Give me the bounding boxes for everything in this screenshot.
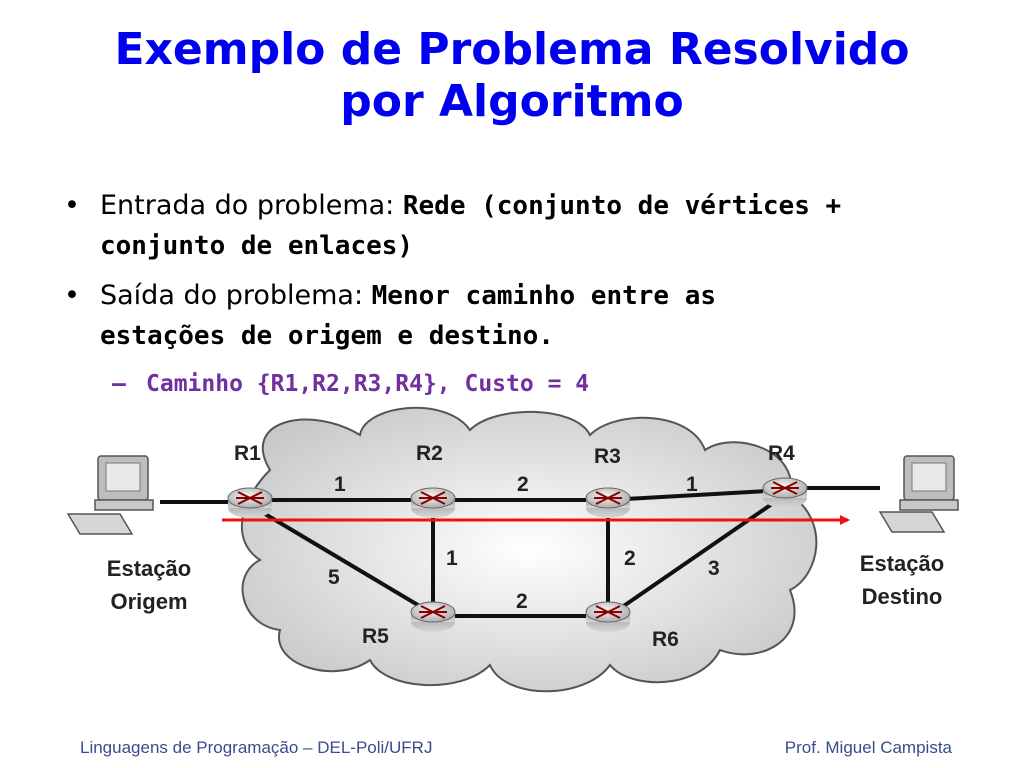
cost-r3-r6: 2 [624, 547, 636, 570]
origin-computer-icon [66, 455, 154, 535]
cost-r3-r4: 1 [686, 473, 698, 496]
destination-computer-icon [878, 455, 959, 533]
title-line-1: Exemplo de Problema Resolvido [114, 24, 910, 75]
cost-r1-r5: 5 [328, 566, 340, 589]
network-cloud [241, 406, 818, 693]
origin-label-line-1: Estação [107, 556, 191, 581]
origin-label-line-2: Origem [110, 589, 187, 614]
bullet-dot: • [64, 190, 80, 221]
bullet-list: • Entrada do problema: Rede (conjunto de… [64, 186, 964, 402]
title-line-2: por Algoritmo [340, 76, 684, 127]
router-r6 [585, 601, 631, 632]
sub-bullet-dash: – [112, 371, 126, 397]
router-label-r5: R5 [362, 625, 389, 648]
bullet-dot: • [64, 280, 80, 311]
bullet-input-bold-1: Rede (conjunto de vértices + [402, 191, 842, 221]
bullet-output-bold-1: Menor caminho entre as [371, 281, 717, 311]
router-label-r2: R2 [416, 442, 443, 465]
bullet-output-prefix: Saída do problema: [100, 280, 372, 311]
bullet-output: • Saída do problema: Menor caminho entre… [64, 276, 964, 356]
sub-bullet-text: Caminho {R1,R2,R3,R4}, Custo = 4 [146, 371, 590, 397]
bullet-input-prefix: Entrada do problema: [100, 190, 403, 221]
router-r5 [410, 601, 456, 632]
cost-r1-r2: 1 [334, 473, 346, 496]
slide-title: Exemplo de Problema Resolvido por Algori… [0, 24, 1024, 128]
router-r1 [227, 487, 273, 518]
link-r3-r4 [607, 488, 786, 502]
router-r3 [585, 487, 631, 518]
link-r1-r5 [253, 506, 435, 616]
bullet-output-bold-2: estações de origem e destino. [100, 321, 554, 351]
footer-author: Prof. Miguel Campista [784, 738, 952, 757]
router-label-r3: R3 [594, 445, 621, 468]
bullet-input-bold-2: conjunto de enlaces) [100, 231, 414, 261]
router-label-r6: R6 [652, 628, 679, 651]
destination-label-line-1: Estação [860, 551, 944, 576]
router-r2 [410, 487, 456, 518]
cost-r4-r6: 3 [708, 557, 720, 580]
destination-label-line-2: Destino [862, 584, 943, 609]
link-r4-r6 [610, 493, 787, 616]
bullet-input: • Entrada do problema: Rede (conjunto de… [64, 186, 964, 266]
router-r4 [762, 477, 808, 508]
footer-course: Linguagens de Programação – DEL-Poli/UFR… [80, 738, 433, 757]
router-label-r4: R4 [768, 442, 795, 465]
sub-bullet-path: – Caminho {R1,R2,R3,R4}, Custo = 4 [112, 366, 1012, 402]
cost-r5-r6: 2 [516, 590, 528, 613]
cost-r2-r5: 1 [446, 547, 458, 570]
router-label-r1: R1 [234, 442, 261, 465]
cost-r2-r3: 2 [517, 473, 529, 496]
